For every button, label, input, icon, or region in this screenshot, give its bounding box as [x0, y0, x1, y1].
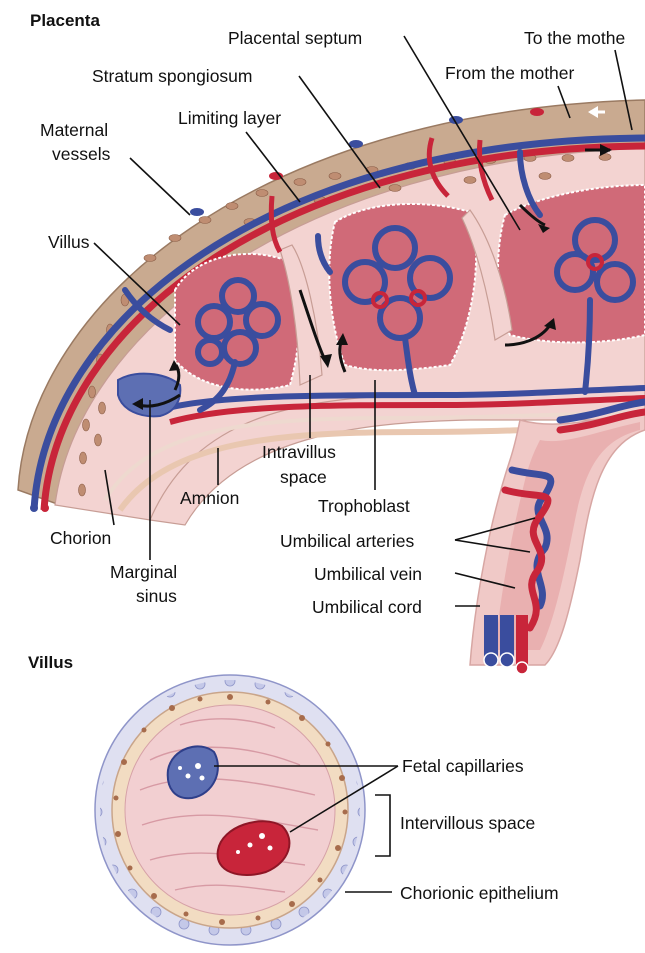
label-intravillus: Intravillus [262, 442, 336, 462]
label-space: space [280, 467, 327, 487]
leader-umbilical-vein [454, 572, 516, 589]
label-vessels: vessels [52, 144, 111, 164]
label-maternal: Maternal [40, 120, 108, 140]
label-umbilical-cord: Umbilical cord [312, 597, 422, 617]
label-trophoblast: Trophoblast [318, 496, 410, 516]
villus-title: Villus [28, 653, 73, 672]
leader-umbilical-arteries-1 [454, 517, 536, 541]
maternal-artery-end [41, 504, 49, 512]
label-chorion: Chorion [50, 528, 111, 548]
leader-from-the-mother [557, 85, 571, 119]
label-villus: Villus [48, 232, 90, 252]
label-umbilical-vein: Umbilical vein [314, 564, 422, 584]
placenta-title: Placenta [30, 11, 100, 30]
villus-tree-3 [554, 217, 636, 395]
marginal-sinus [117, 372, 182, 418]
arrow-right-pool [504, 324, 552, 347]
label-to-the-mother: To the mothe [524, 28, 625, 48]
placental-septa [279, 209, 513, 386]
cord-spiral-vessels [501, 398, 645, 632]
leader-umbilical-arteries-2 [454, 539, 531, 553]
label-intervillous-space: Intervillous space [400, 813, 535, 833]
label-chorionic-epithelium: Chorionic epithelium [400, 883, 559, 903]
villus-stroma [124, 704, 336, 916]
trophoblast-nuclei [113, 694, 348, 925]
text-labels: Placenta Placental septum To the mothe S… [28, 11, 625, 903]
maternal-artery [40, 142, 645, 511]
flow-arrowheads [132, 106, 612, 410]
cord-cut-ends [483, 615, 529, 675]
fetal-capillary-artery [216, 820, 291, 876]
placenta-section [17, 99, 645, 675]
fetal-capillary-vein [166, 745, 219, 800]
villus-trees [122, 149, 636, 413]
umbilical-cord [469, 398, 645, 675]
leader-maternal-vessels [129, 157, 191, 216]
spiral-arteries [268, 137, 495, 254]
leader-stratum-spongiosum [298, 75, 381, 189]
leader-chorion [104, 469, 115, 526]
leader-lines [93, 35, 633, 893]
leader-limiting-layer [245, 131, 301, 203]
label-from-the-mother: From the mother [445, 63, 575, 83]
maternal-vein-end [30, 504, 38, 512]
label-placental-septum: Placental septum [228, 28, 362, 48]
leader-to-the-mother [614, 49, 633, 131]
label-stratum-spongiosum: Stratum spongiosum [92, 66, 253, 86]
label-amnion: Amnion [180, 488, 239, 508]
villus-stems [122, 149, 543, 333]
maternal-vessels [190, 108, 544, 216]
leader-intervillous-bracket [375, 794, 391, 857]
label-sinus: sinus [136, 586, 177, 606]
villus-tree-2 [342, 225, 453, 398]
leader-placental-septum [403, 35, 521, 231]
label-limiting-layer: Limiting layer [178, 108, 281, 128]
villus-tree-1 [195, 277, 281, 413]
label-fetal-capillaries: Fetal capillaries [402, 756, 524, 776]
label-marginal: Marginal [110, 562, 177, 582]
chorionic-fetal-artery [169, 395, 645, 425]
villus-section [94, 674, 366, 946]
chorion-membrane [103, 410, 645, 502]
leader-fetal-capillaries-2 [289, 765, 399, 833]
maternal-vein [30, 134, 645, 511]
leader-villus [93, 242, 181, 326]
arrow-right-top [518, 203, 546, 227]
label-umbilical-arteries: Umbilical arteries [280, 531, 414, 551]
